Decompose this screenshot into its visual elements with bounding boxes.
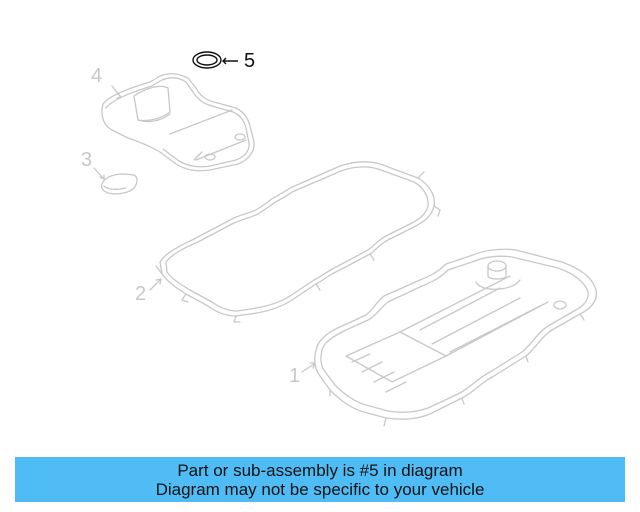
callout-4: 4 [91,65,103,87]
callout-5: 5 [244,50,256,72]
oil-pan-gasket-part-2 [155,161,441,323]
parts-diagram [93,51,598,427]
leader-4 [111,85,122,99]
leader-2 [149,278,162,291]
leader-3 [93,167,105,180]
filter-seal-part-3 [101,173,138,195]
leader-1 [301,362,316,373]
o-ring-part-5 [192,51,238,69]
banner-line-part-number: Part or sub-assembly is #5 in diagram [177,461,463,480]
info-banner: Part or sub-assembly is #5 in diagram Di… [15,457,625,502]
banner-line-disclaimer: Diagram may not be specific to your vehi… [155,480,485,499]
callout-1: 1 [289,365,301,387]
callout-2: 2 [135,283,147,305]
callout-3: 3 [81,149,93,171]
filter-part-4 [101,73,255,172]
oil-pan-part-1 [314,248,598,427]
